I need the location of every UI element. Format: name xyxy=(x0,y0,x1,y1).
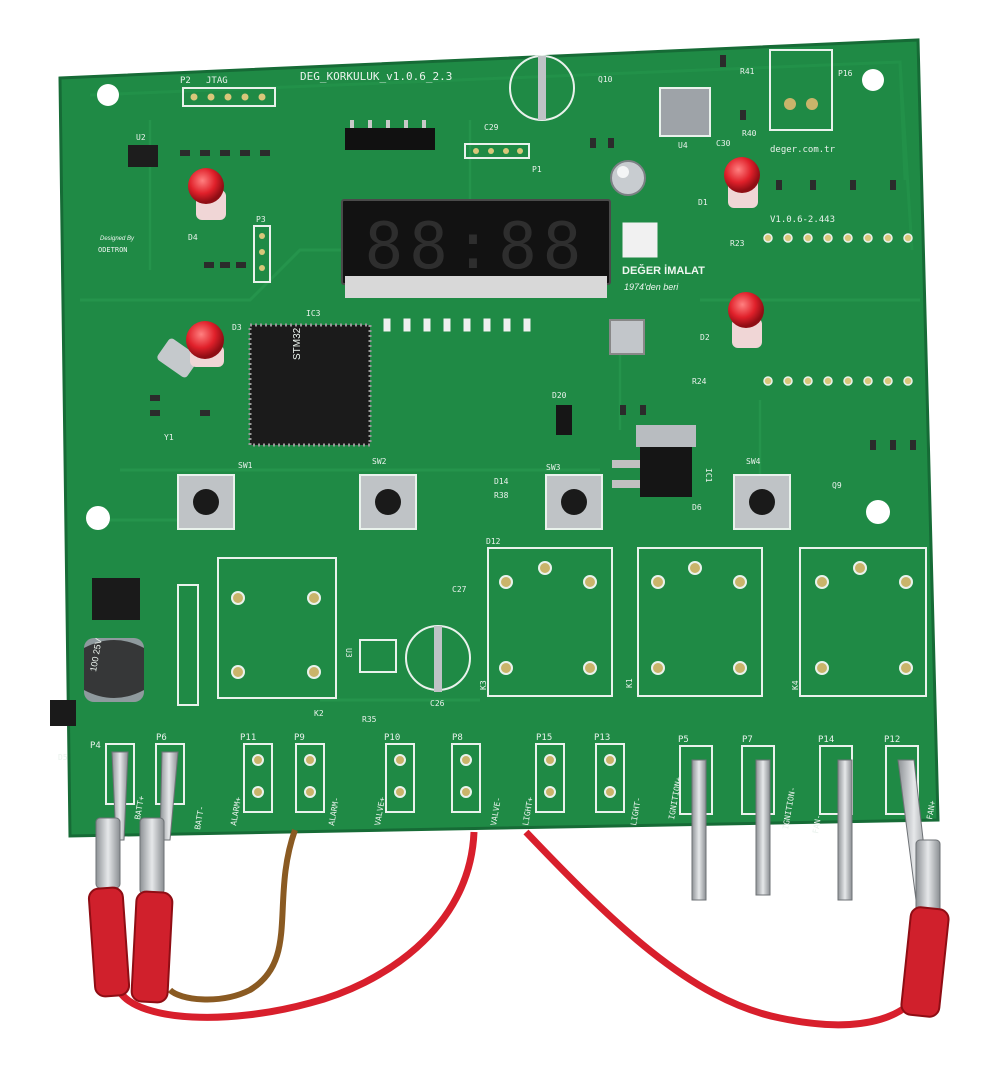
led-d1-label: D1 xyxy=(698,198,708,207)
connector-p4-id: P4 xyxy=(90,741,101,751)
connector-p7-id: P7 xyxy=(742,735,753,745)
relay-footprint xyxy=(487,547,613,697)
connector-p12-id: P12 xyxy=(884,735,900,745)
mount-hole xyxy=(866,500,890,524)
board-title: DEG_KORKULUK_v1.0.6_2.3 xyxy=(300,70,452,83)
connector-p12-signal: FAN+ xyxy=(925,800,937,821)
q10-label: Q10 xyxy=(598,75,613,84)
c30-label: C30 xyxy=(716,139,731,148)
electrolytic-capacitor xyxy=(84,638,144,702)
connector-p13-signal: LIGHT- xyxy=(629,796,643,826)
connector-p5-signal: IGNITION+ xyxy=(667,776,683,820)
pcb-board xyxy=(58,38,940,838)
capacitor-rating: 100 25V xyxy=(88,638,104,673)
mount-hole xyxy=(97,84,119,106)
c29-label: C29 xyxy=(484,123,499,132)
connector-p8-id: P8 xyxy=(452,733,463,743)
connector-p13-id: P13 xyxy=(594,733,610,743)
connector-p8-signal: VALVE- xyxy=(489,796,503,826)
led-d3 xyxy=(186,321,224,367)
relay-footprint xyxy=(217,557,337,699)
sw2-label: SW2 xyxy=(372,457,387,466)
relay-footprint xyxy=(637,547,763,697)
p16-label: P16 xyxy=(838,69,853,78)
u3-label: U3 xyxy=(344,648,353,658)
led-d3-label: D3 xyxy=(232,323,242,332)
display-digits: 88:88 xyxy=(365,210,588,284)
r41-label: R41 xyxy=(740,67,755,76)
p3-label: P3 xyxy=(256,215,266,224)
connector-p11-id: P11 xyxy=(240,733,256,743)
connector-p10-signal: VALVE+ xyxy=(373,796,387,826)
q9-label: Q9 xyxy=(832,481,842,490)
led-d4-label: D4 xyxy=(188,233,198,242)
connector-p15-signal: LIGHT+ xyxy=(521,796,535,826)
designer-label: Designed By xyxy=(100,236,135,242)
p1-label: P1 xyxy=(532,165,542,174)
led-d4 xyxy=(188,168,226,220)
c27-label: C27 xyxy=(452,585,467,594)
sw3-label: SW3 xyxy=(546,463,561,472)
relay-footprint xyxy=(799,547,927,697)
d12-label: D12 xyxy=(486,537,501,546)
connector-p15-id: P15 xyxy=(536,733,552,743)
designer-name: ODETRON xyxy=(98,246,128,254)
p2-label: P2 xyxy=(180,76,191,86)
u4-label: U4 xyxy=(678,141,688,150)
d5-label: D5 xyxy=(58,753,68,762)
k1-label: K1 xyxy=(625,678,634,688)
connector-p6-signal: BATT- xyxy=(193,805,206,830)
ic3-label: IC3 xyxy=(306,309,321,318)
version-label: V1.0.6-2.443 xyxy=(770,215,835,225)
k3-label: K3 xyxy=(479,680,488,690)
r40-label: R40 xyxy=(742,129,757,138)
red-crimp-terminals xyxy=(87,886,950,1018)
r24-label: R24 xyxy=(692,377,707,386)
red-wire-right xyxy=(523,829,932,1029)
red-wire-left xyxy=(117,831,478,1021)
r23-label: R23 xyxy=(730,239,745,248)
connector-p5-id: P5 xyxy=(678,735,689,745)
d20-label: D20 xyxy=(552,391,567,400)
logo-tagline: 1974'den beri xyxy=(624,282,679,292)
connector-p14-id: P14 xyxy=(818,735,834,745)
k4-label: K4 xyxy=(791,680,800,690)
d6-label: D6 xyxy=(692,503,702,512)
connector-p11-signal: ALARM+ xyxy=(229,796,243,826)
connector-p9-id: P9 xyxy=(294,733,305,743)
mount-hole xyxy=(86,506,110,530)
voltage-regulator xyxy=(640,445,692,497)
connector-p14-signal: FAN- xyxy=(811,814,823,835)
ic1-label: IC1 xyxy=(704,468,713,483)
led-d1 xyxy=(724,157,760,208)
connector-p6-id: P6 xyxy=(156,733,167,743)
connector-p4-signal: BATT+ xyxy=(133,795,146,820)
svg-text:STM32: STM32 xyxy=(292,327,303,360)
led-d2 xyxy=(728,292,764,348)
jtag-label: JTAG xyxy=(206,76,228,86)
microcontroller-chip xyxy=(248,323,372,447)
c26-label: C26 xyxy=(430,699,445,708)
connector-p10-id: P10 xyxy=(384,733,400,743)
brown-wire xyxy=(167,828,298,1003)
r38-label: R38 xyxy=(494,491,509,500)
connector-p9-signal: ALARM- xyxy=(327,796,341,826)
k2-label: K2 xyxy=(314,709,324,718)
y1-label: Y1 xyxy=(164,433,174,442)
u2-label: U2 xyxy=(136,133,146,142)
sw1-label: SW1 xyxy=(238,461,253,470)
d14-label: D14 xyxy=(494,477,509,486)
logo-name: DEĞER İMALAT xyxy=(622,264,705,277)
r35-label: R35 xyxy=(362,715,377,724)
sw4-label: SW4 xyxy=(746,457,761,466)
led-d2-label: D2 xyxy=(700,333,710,342)
connector-p7-signal: IGNITION- xyxy=(781,786,797,830)
push-buttons xyxy=(177,474,791,530)
mount-hole xyxy=(862,69,884,91)
website-label: deger.com.tr xyxy=(770,145,836,155)
